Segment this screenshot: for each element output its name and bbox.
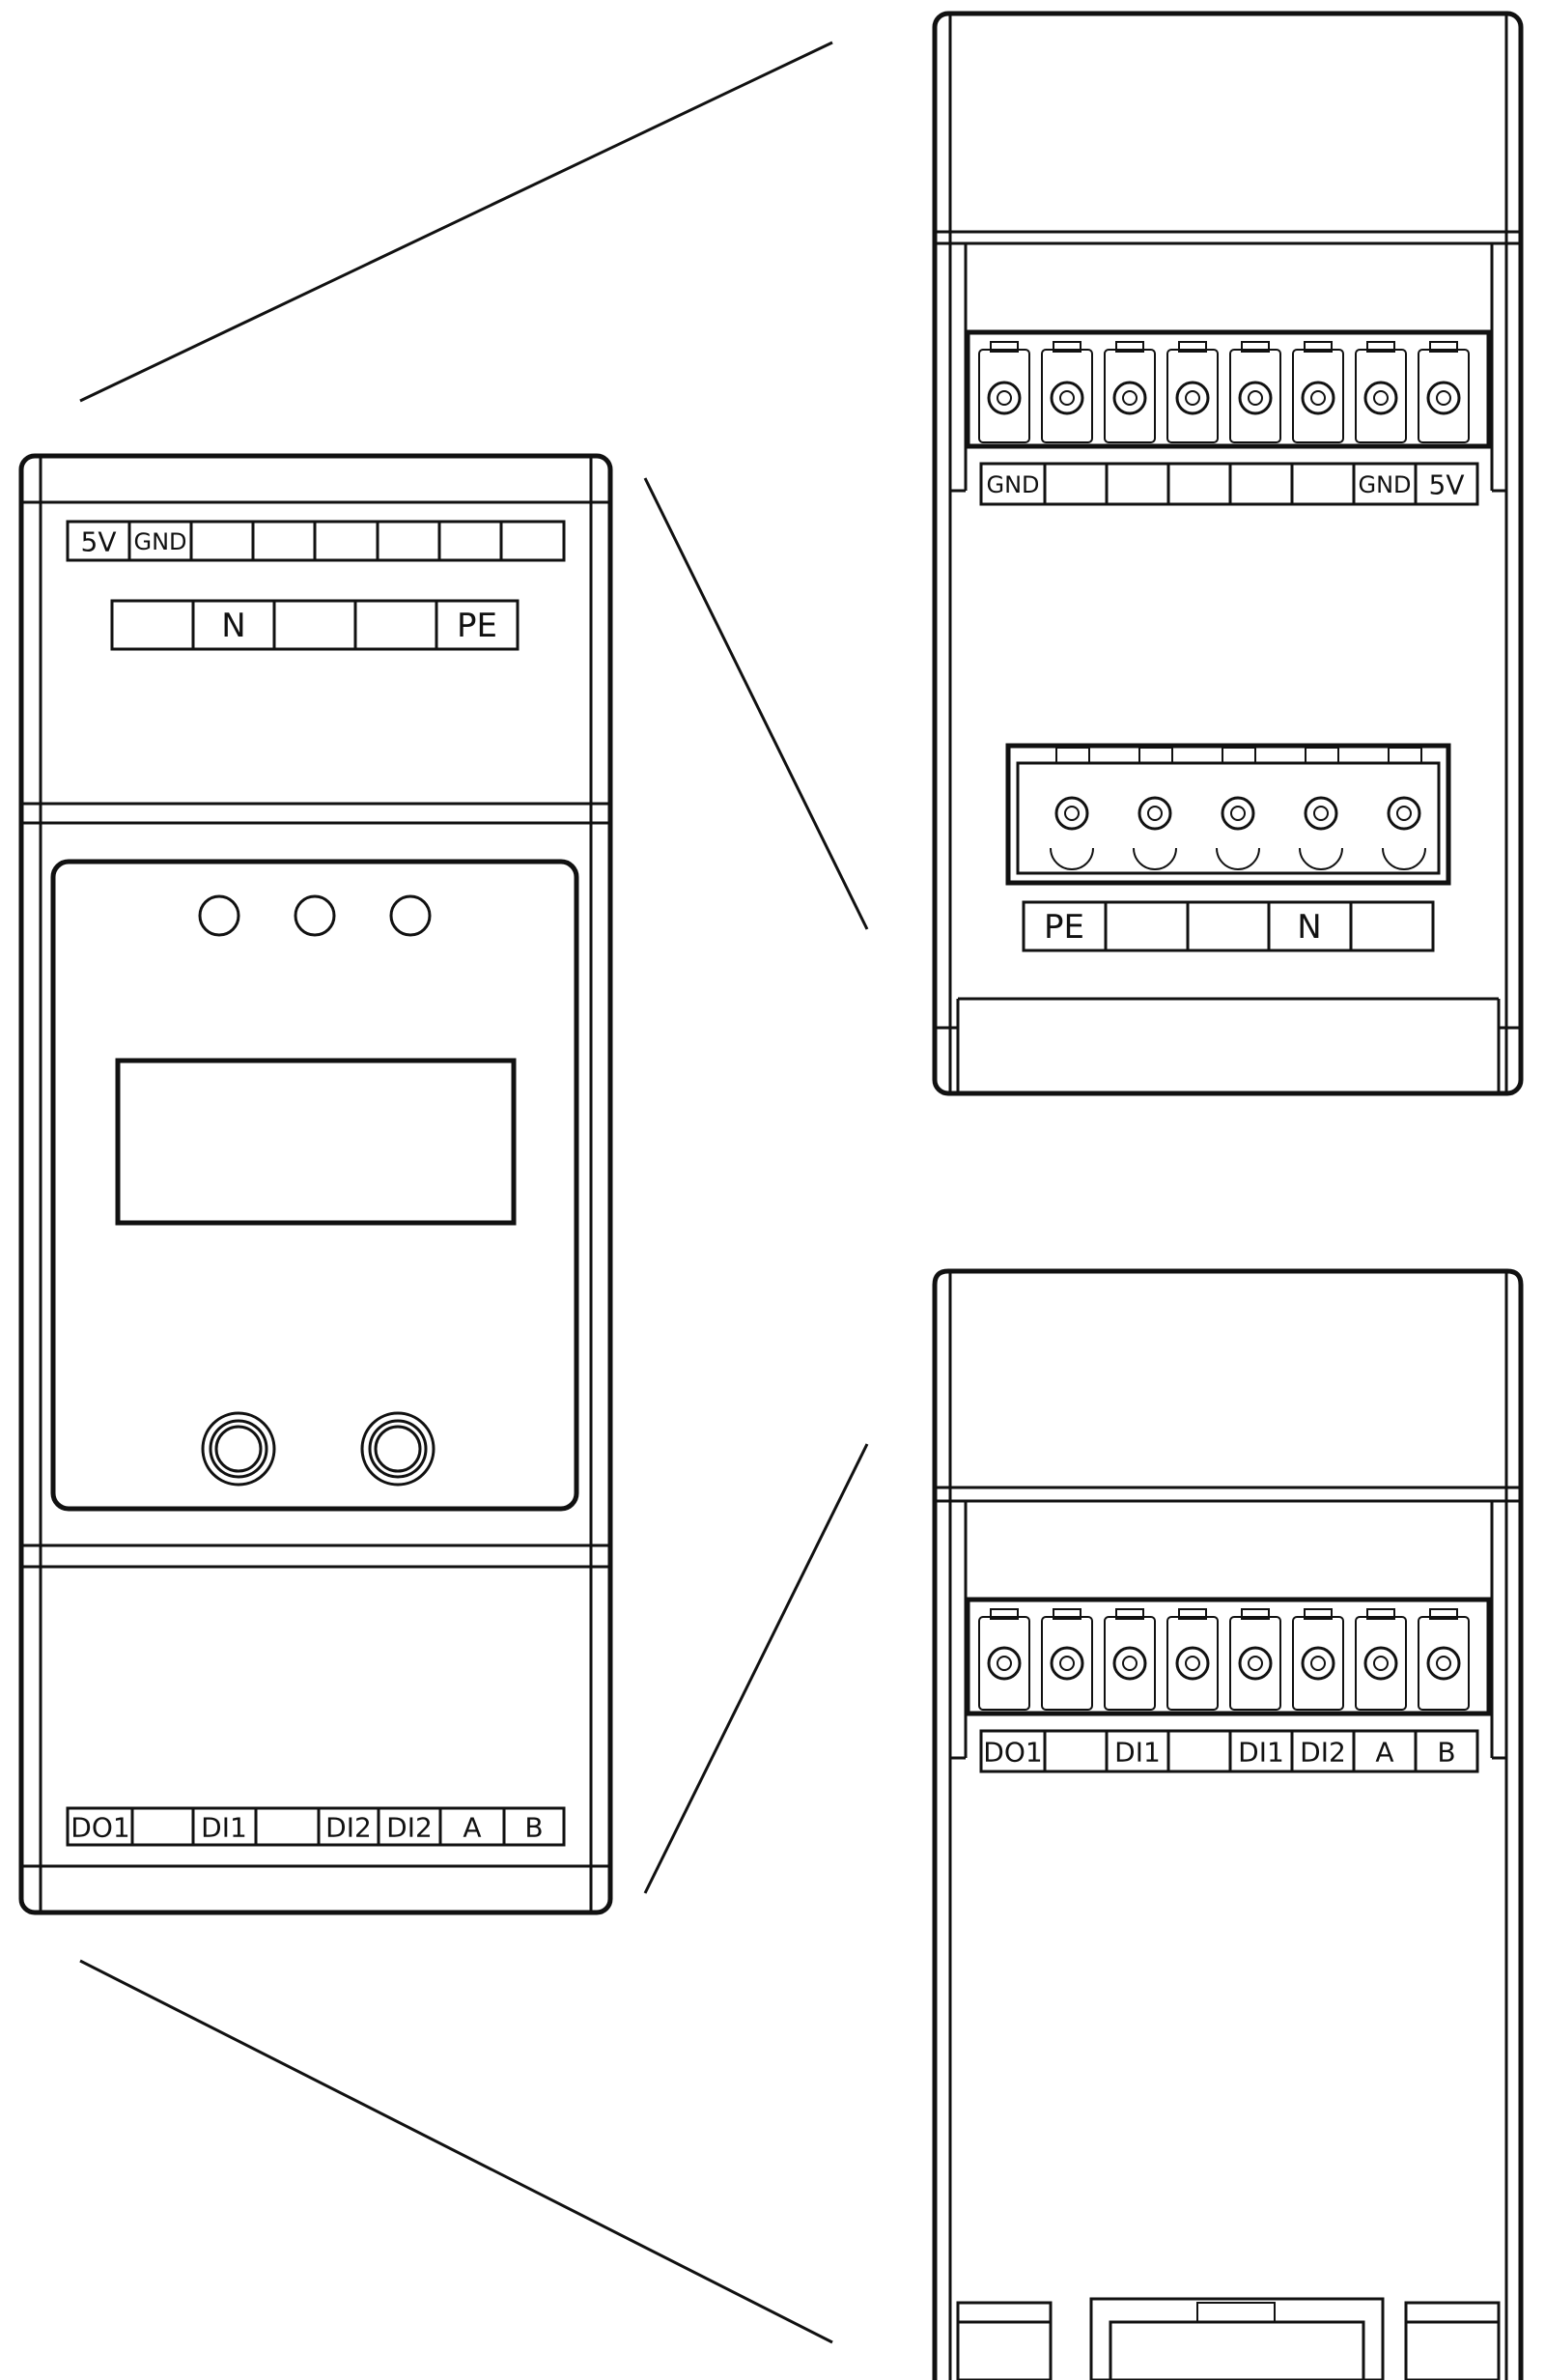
top-detail-body	[932, 11, 1524, 1096]
terminal-screw[interactable]	[1175, 381, 1210, 415]
front-power-label: N	[221, 607, 245, 645]
callout-line-bottom-upper	[643, 1443, 869, 1894]
front-top-label-strip: 5V GND	[66, 520, 566, 562]
terminal-screw[interactable]	[1363, 381, 1398, 415]
power-terminal-screw[interactable]	[1221, 796, 1255, 831]
din-rail-clip	[956, 2297, 1501, 2380]
top-signal-label: GND	[986, 471, 1039, 498]
front-bottom-label: DI1	[201, 1812, 247, 1844]
terminal-screw[interactable]	[1050, 381, 1084, 415]
terminal-screw[interactable]	[1112, 381, 1147, 415]
front-power-label: PE	[457, 607, 497, 645]
terminal-screw[interactable]	[987, 1646, 1022, 1681]
terminal-screw[interactable]	[1238, 1646, 1273, 1681]
terminal-screw[interactable]	[1050, 1646, 1084, 1681]
terminal-screw[interactable]	[1175, 1646, 1210, 1681]
front-power-label-strip: N PE	[110, 599, 520, 651]
bottom-signal-label: A	[1375, 1737, 1393, 1769]
terminal-screw[interactable]	[1301, 381, 1335, 415]
terminal-screw[interactable]	[1426, 1646, 1461, 1681]
front-bottom-label: B	[524, 1812, 543, 1844]
terminal-screw[interactable]	[1426, 381, 1461, 415]
top-signal-terminal-block	[965, 329, 1492, 449]
top-signal-label: GND	[1358, 471, 1411, 498]
led-indicator	[389, 894, 432, 937]
top-power-terminal-block	[1005, 743, 1451, 886]
front-device: 5V GND N PE	[18, 453, 613, 1915]
bottom-signal-label: DI1	[1238, 1737, 1284, 1769]
top-power-label-strip: PE N	[1022, 900, 1435, 952]
terminal-screw[interactable]	[1238, 381, 1273, 415]
top-signal-label: 5V	[1429, 469, 1465, 501]
terminal-screw[interactable]	[1301, 1646, 1335, 1681]
bottom-detail-body	[932, 1268, 1524, 2380]
bottom-signal-label-strip: DO1 DI1 DI1 DI2 A B	[979, 1729, 1479, 1773]
top-detail-device: GND GND 5V	[932, 11, 1524, 1096]
lcd-display	[115, 1058, 517, 1226]
bottom-detail-device: DO1 DI1 DI1 DI2 A B	[932, 1268, 1524, 2380]
power-terminal-screw[interactable]	[1138, 796, 1172, 831]
bottom-signal-label: B	[1437, 1737, 1455, 1769]
front-bottom-label: A	[463, 1812, 481, 1844]
bottom-signal-label: DI1	[1114, 1737, 1161, 1769]
led-indicator	[294, 894, 336, 937]
terminal-screw[interactable]	[987, 381, 1022, 415]
front-bottom-label: DO1	[70, 1812, 129, 1844]
front-button-right[interactable]	[360, 1411, 435, 1487]
power-terminal-screw[interactable]	[1054, 796, 1089, 831]
bottom-signal-terminal-block	[965, 1597, 1492, 1716]
front-bottom-label-strip: DO1 DI1 DI2 DI2 A B	[66, 1806, 566, 1847]
top-power-label: PE	[1044, 908, 1084, 947]
top-signal-label-strip: GND GND 5V	[979, 462, 1479, 506]
terminal-screw[interactable]	[1363, 1646, 1398, 1681]
front-bottom-label: DI2	[325, 1812, 372, 1844]
callout-line-top-lower	[643, 477, 869, 930]
led-indicator	[198, 894, 240, 937]
terminal-screw[interactable]	[1112, 1646, 1147, 1681]
front-top-label: 5V	[81, 526, 117, 558]
callout-line-bottom-lower	[79, 1959, 833, 2344]
power-terminal-screw[interactable]	[1387, 796, 1421, 831]
top-power-label: N	[1297, 908, 1321, 947]
front-panel-window	[50, 859, 579, 1512]
bottom-signal-label: DI2	[1300, 1737, 1346, 1769]
front-top-label: GND	[133, 528, 186, 555]
callout-line-top-upper	[79, 41, 833, 403]
front-bottom-label: DI2	[386, 1812, 433, 1844]
front-device-body	[18, 453, 613, 1915]
bottom-signal-label: DO1	[983, 1737, 1042, 1769]
power-terminal-screw[interactable]	[1304, 796, 1338, 831]
callout-lines	[79, 41, 869, 2344]
front-button-left[interactable]	[201, 1411, 276, 1487]
